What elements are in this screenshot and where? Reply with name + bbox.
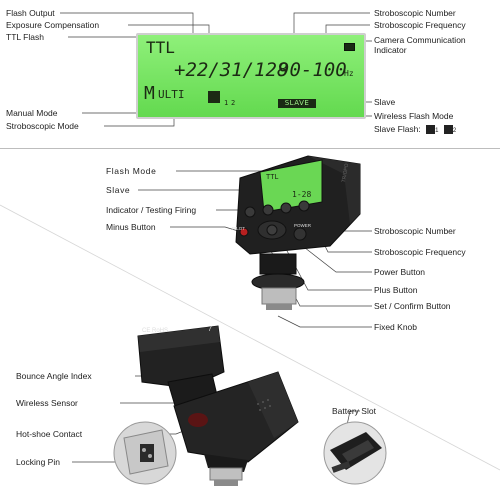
label-set-confirm: Set / Confirm Button (374, 301, 451, 311)
lcd-strobe: 90-100 (278, 59, 347, 81)
battery-slot-zoom (323, 421, 387, 485)
label-power-button: Power Button (374, 267, 426, 277)
back-index-text: 7 (208, 326, 212, 333)
label-locking-pin: Locking Pin (16, 457, 60, 467)
label-wireless-sensor: Wireless Sensor (16, 398, 78, 408)
label-plus-button: Plus Button (374, 285, 418, 295)
label-stroboscopic-number: Stroboscopic Number (374, 8, 456, 18)
label-manual-mode: Manual Mode (6, 108, 58, 118)
back-flash-device (137, 325, 299, 486)
front-lcd-value: 1-28 (292, 190, 312, 199)
label-flash-mode: Flash Mode (106, 166, 157, 176)
lcd-unit: Hz (344, 69, 354, 78)
camera-indicator-icon (344, 43, 355, 51)
label-flash-output: Flash Output (6, 8, 55, 18)
lcd-multi: ULTI (158, 88, 185, 101)
lcd-mode: TTL (146, 38, 175, 57)
label-ttl-flash: TTL Flash (6, 32, 44, 42)
front-pilot-text: PILOT (232, 226, 246, 231)
lcd-value: +22/31/128 (174, 59, 289, 81)
label-stroboscopic-mode: Stroboscopic Mode (6, 121, 79, 131)
label-front-strobe-number: Stroboscopic Number (374, 226, 456, 236)
label-indicator-testing: Indicator / Testing Firing (106, 205, 197, 215)
slave-group2-icon (443, 125, 453, 135)
label-minus-button: Minus Button (106, 222, 156, 232)
label-slave: Slave (374, 97, 396, 107)
label-bounce-angle: Bounce Angle Index (16, 371, 92, 381)
slave-group1-icon (426, 125, 436, 135)
back-cert-text: CE RoHS (142, 328, 169, 334)
lcd-m: M (144, 83, 155, 104)
label-slave-flash: Slave Flash: 1 2 (374, 124, 456, 136)
label-front-strobe-frequency: Stroboscopic Frequency (374, 247, 466, 257)
front-flash-device (235, 155, 361, 310)
slave-flash-text: Slave Flash: (374, 124, 421, 134)
lcd-slave-box: SLAVE (278, 99, 316, 108)
label-wireless-flash-mode: Wireless Flash Mode (374, 111, 454, 121)
label-stroboscopic-frequency: Stroboscopic Frequency (374, 20, 466, 30)
locking-pin-zoom (113, 421, 177, 485)
front-power-text: POWER (294, 223, 312, 228)
slave-group1-num: 1 (435, 128, 439, 134)
label-camera-communication: Camera Communication Indicator (374, 35, 466, 55)
label-hotshoe-contact: Hot-shoe Contact (16, 429, 83, 439)
section-divider (0, 148, 500, 149)
front-lcd-mode: TTL (266, 173, 279, 181)
lcd-panel: TTL +22/31/128 90-100 Hz M ULTI 1 2 (136, 33, 366, 119)
slave-group2-num: 2 (452, 128, 457, 134)
label-fixed-knob: Fixed Knob (374, 322, 417, 332)
lcd-wireless-icon (208, 91, 220, 103)
lcd-group1: 1 (224, 99, 229, 107)
lcd-group2: 2 (231, 99, 236, 107)
label-exposure-compensation: Exposure Compensation (6, 20, 100, 30)
label-battery-slot: Battery Slot (332, 406, 376, 416)
label-front-slave: Slave (106, 185, 131, 195)
